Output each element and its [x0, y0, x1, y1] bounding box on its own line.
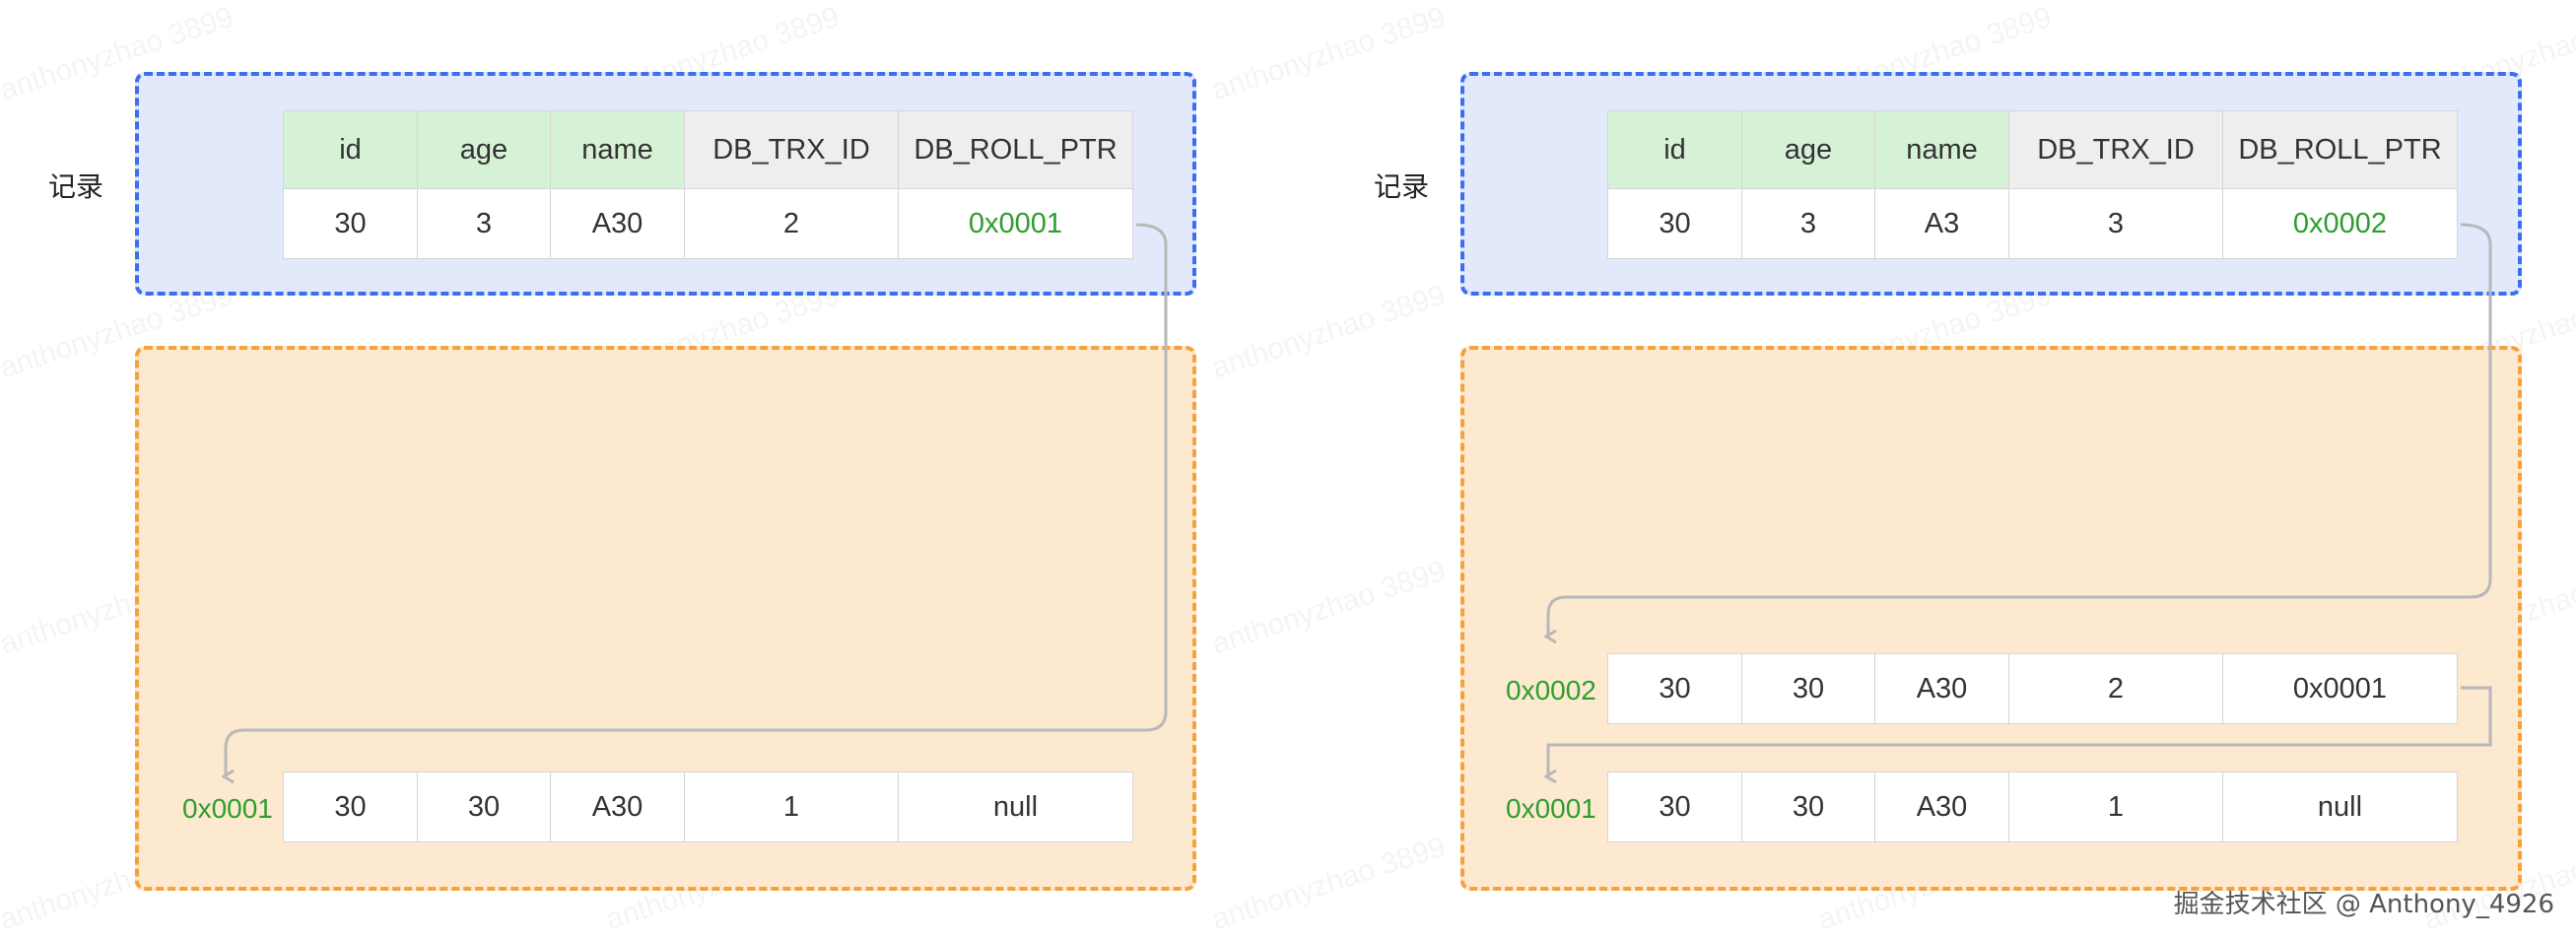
header-db-trx-id: DB_TRX_ID: [2007, 110, 2224, 189]
record-db-roll-ptr: 0x0002: [2222, 188, 2458, 259]
header-db-trx-id: DB_TRX_ID: [683, 110, 900, 189]
record-db-roll-ptr: 0x0001: [898, 188, 1133, 259]
undo-address: 0x0001: [1506, 793, 1596, 824]
undo-db-roll-ptr: null: [2222, 772, 2458, 842]
undo-id: 30: [1607, 653, 1742, 724]
header-db-roll-ptr: DB_ROLL_PTR: [898, 110, 1133, 189]
right-undo-chain-arrow: [1548, 686, 2492, 776]
header-age: age: [416, 110, 552, 189]
record-data-row: 30 3 A3 3 0x0002: [1607, 188, 2458, 259]
undo-db-trx-id: 2: [2007, 653, 2224, 724]
right-roll-ptr-arrow: [1548, 223, 2492, 637]
undo-id: 30: [1607, 772, 1742, 842]
record-header-row: id age name DB_TRX_ID DB_ROLL_PTR: [283, 110, 1133, 189]
undo-name: A30: [550, 772, 685, 842]
undo-db-roll-ptr: 0x0001: [2222, 653, 2458, 724]
record-age: 3: [1740, 188, 1876, 259]
record-db-trx-id: 2: [683, 188, 900, 259]
undo-db-trx-id: 1: [2007, 772, 2224, 842]
undo-age: 30: [1740, 772, 1876, 842]
record-name: A3: [1874, 188, 2009, 259]
record-db-trx-id: 3: [2007, 188, 2224, 259]
record-name: A30: [550, 188, 685, 259]
left-roll-ptr-arrow: [226, 223, 1168, 776]
record-age: 3: [416, 188, 552, 259]
record-header-row: id age name DB_TRX_ID DB_ROLL_PTR: [1607, 110, 2458, 189]
undo-row: 30 30 A30 1 null: [283, 772, 1133, 842]
record-data-row: 30 3 A30 2 0x0001: [283, 188, 1133, 259]
record-label: 记录: [48, 170, 104, 203]
record-id: 30: [1607, 188, 1742, 259]
header-db-roll-ptr: DB_ROLL_PTR: [2222, 110, 2458, 189]
undo-name: A30: [1874, 653, 2009, 724]
undo-row: 30 30 A30 1 null: [1607, 772, 2458, 842]
record-label: 记录: [1374, 170, 1430, 203]
undo-db-roll-ptr: null: [898, 772, 1133, 842]
undo-age: 30: [1740, 653, 1876, 724]
header-id: id: [1607, 110, 1742, 189]
undo-address: 0x0001: [182, 793, 273, 824]
footer-credit: 掘金技术社区 @ Anthony_4926: [2173, 890, 2554, 919]
header-id: id: [283, 110, 418, 189]
undo-address: 0x0002: [1506, 675, 1596, 705]
undo-row: 30 30 A30 2 0x0001: [1607, 653, 2458, 724]
